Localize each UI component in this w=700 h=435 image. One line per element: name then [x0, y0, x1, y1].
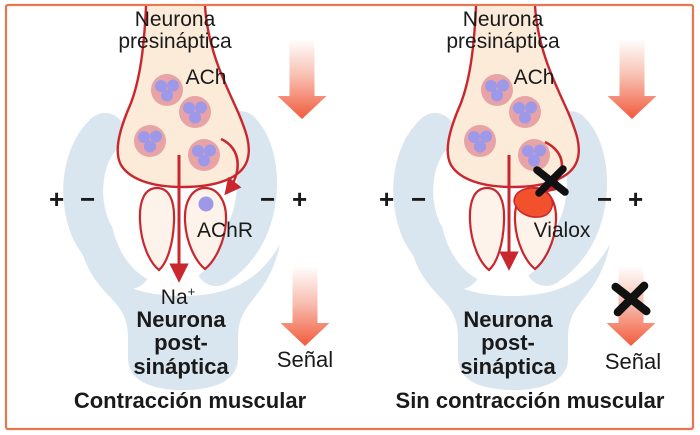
charge-plus: +	[49, 184, 65, 214]
ach-molecule	[198, 196, 214, 212]
presynaptic-neuron-label: Neurona presináptica	[118, 8, 232, 53]
panel-no-contraction-graphics	[410, 6, 657, 390]
panel-caption: Sin contracción muscular	[395, 388, 665, 413]
signal-arrow	[606, 267, 656, 346]
diagram-frame	[4, 3, 695, 431]
ach-release-arrow	[220, 137, 242, 196]
signal-label: Señal	[276, 347, 334, 372]
charge-plus: +	[379, 184, 395, 214]
postsynaptic-neuron-label: Neurona post- sináptica	[133, 307, 229, 379]
action-potential-arrow	[277, 40, 327, 119]
action-potential-arrow	[607, 40, 657, 119]
signal-arrow	[280, 267, 330, 346]
sodium-ion-label: Na+	[160, 284, 196, 309]
achr-label: AChR	[196, 219, 254, 242]
vialox-label: Vialox	[533, 219, 591, 242]
signal-label: Señal	[604, 349, 662, 374]
vialox-molecule	[513, 187, 554, 218]
charge-minus: −	[597, 184, 613, 214]
ach-label: ACh	[185, 66, 227, 89]
charge-minus: −	[411, 184, 427, 214]
ach-label: ACh	[513, 66, 555, 89]
panel-caption: Contracción muscular	[73, 388, 307, 413]
charge-plus: +	[628, 184, 644, 214]
charge-plus: +	[292, 184, 308, 214]
panel-contraction-graphics	[80, 6, 330, 390]
charge-minus: −	[80, 184, 96, 214]
postsynaptic-neuron-label: Neurona post- sináptica	[460, 307, 556, 379]
presynaptic-neuron-label: Neurona presináptica	[446, 8, 560, 53]
charge-minus: −	[260, 184, 276, 214]
